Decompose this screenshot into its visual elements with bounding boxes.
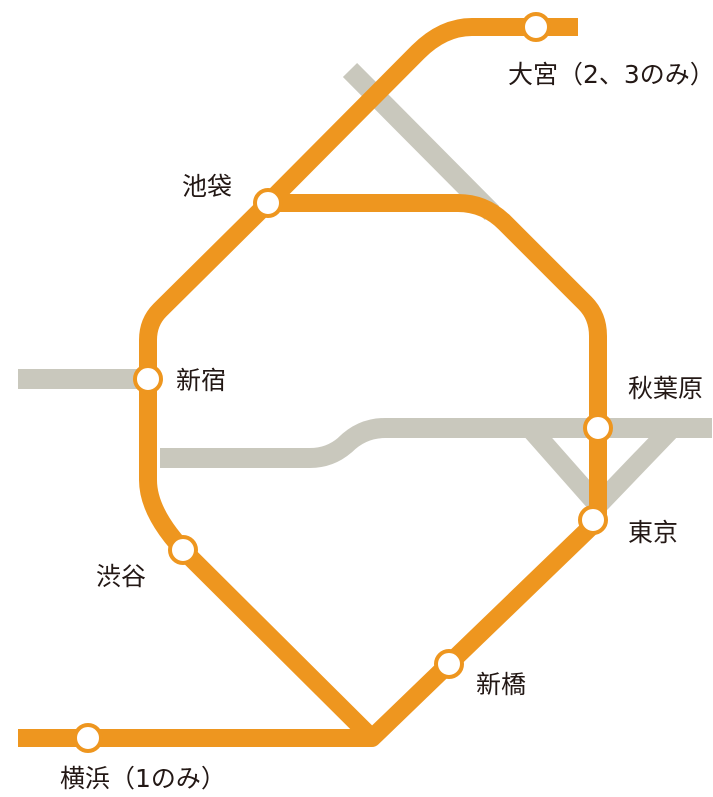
station-ikebukuro-marker[interactable] (253, 188, 283, 218)
station-label-shinjuku: 新宿 (176, 366, 227, 395)
station-label-shibuya: 渋谷 (96, 562, 147, 591)
other-lines (18, 62, 712, 515)
station-tokyo-marker[interactable] (578, 505, 608, 535)
station-label-yokohama: 横浜（1のみ） (60, 764, 226, 793)
grey-line-central (160, 418, 712, 468)
station-shinjuku-marker[interactable] (133, 364, 163, 394)
station-yokohama-marker[interactable] (73, 723, 103, 753)
station-label-akihabara: 秋葉原 (628, 374, 704, 403)
station-label-omiya: 大宮（2、3のみ） (508, 60, 713, 89)
main-line-loop (139, 194, 607, 747)
station-akihabara-marker[interactable] (583, 413, 613, 443)
station-label-tokyo: 東京 (628, 518, 679, 547)
station-label-shimbashi: 新橋 (476, 670, 527, 699)
station-shimbashi-marker[interactable] (434, 649, 464, 679)
station-omiya-marker[interactable] (521, 12, 551, 42)
main-line-omiya-branch (261, 18, 578, 210)
stations (73, 12, 613, 753)
station-label-ikebukuro: 池袋 (182, 172, 233, 201)
station-shibuya-marker[interactable] (168, 535, 198, 565)
